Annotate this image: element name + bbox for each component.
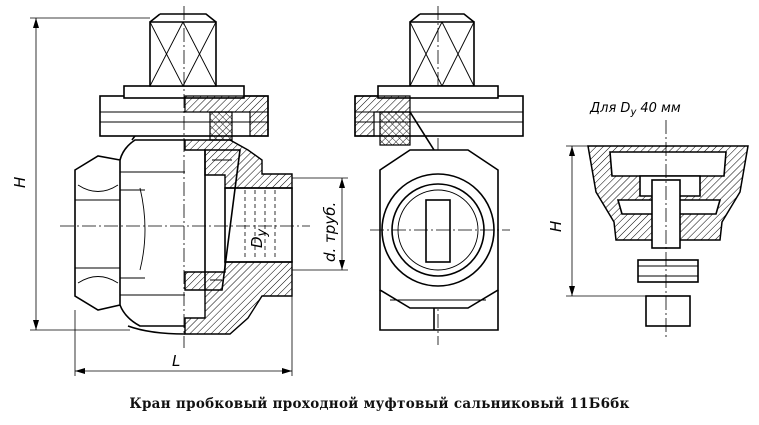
height-label-right: H (547, 221, 565, 232)
dimension-pipe-diameter: d. труб. (292, 177, 348, 271)
plug (204, 149, 241, 291)
height-label-left: H (11, 177, 29, 188)
front-view: Dу (60, 6, 310, 348)
stem-square (149, 21, 217, 87)
nominal-bore-label: Dу (248, 228, 270, 248)
figure-caption: Кран пробковый проходной муфтовый сальни… (129, 396, 630, 412)
length-label: L (172, 352, 180, 370)
hex-nut (74, 155, 121, 311)
side-view (354, 6, 524, 345)
pipe-diameter-label: d. труб. (321, 202, 339, 262)
dimension-h-left: H (11, 17, 150, 331)
valve-body-left (119, 139, 185, 327)
dimension-length: L (74, 296, 293, 376)
